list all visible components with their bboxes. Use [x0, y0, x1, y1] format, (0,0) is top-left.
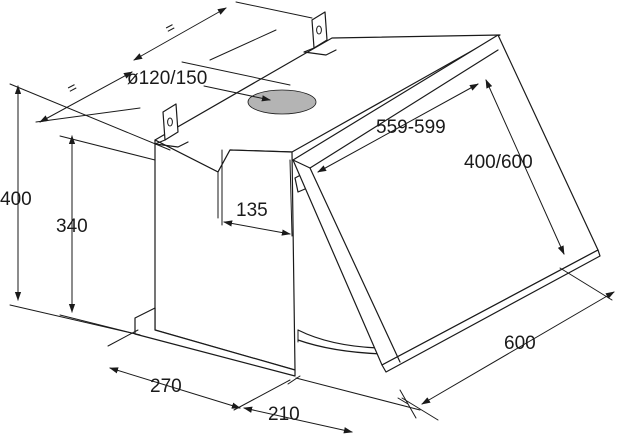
label-depth-range: 559-599: [376, 117, 446, 138]
label-width-side: 210: [268, 404, 300, 425]
label-width-panel: 600: [504, 333, 536, 354]
label-offset: 135: [236, 200, 268, 221]
dim-line-equal-left: [39, 71, 133, 123]
extension-lines: [9, 1, 613, 421]
dim-line-equal-top: [133, 7, 227, 61]
curved-underside: [297, 329, 379, 349]
label-height-total: 400: [0, 189, 32, 210]
label-diameter: ø120/150: [127, 68, 207, 89]
label-equal-top: =: [162, 19, 178, 38]
label-equal-left: =: [64, 79, 80, 98]
dim-line-depth-range: [317, 83, 479, 173]
label-width-front: 270: [150, 376, 182, 397]
wall-bracket-right: [303, 11, 337, 56]
dim-line-offset: [223, 220, 291, 236]
dim-line-panel-height: [485, 79, 565, 255]
label-panel-height: 400/600: [464, 152, 533, 173]
wall-bracket-left: [154, 103, 189, 148]
diameter-leader: [203, 85, 271, 102]
dim-line-width-front: [109, 367, 241, 409]
duct-opening: [247, 89, 317, 115]
dim-line-width-panel: [421, 291, 615, 405]
label-height-inner: 340: [56, 216, 88, 237]
dim-line-width-side: [243, 406, 353, 434]
